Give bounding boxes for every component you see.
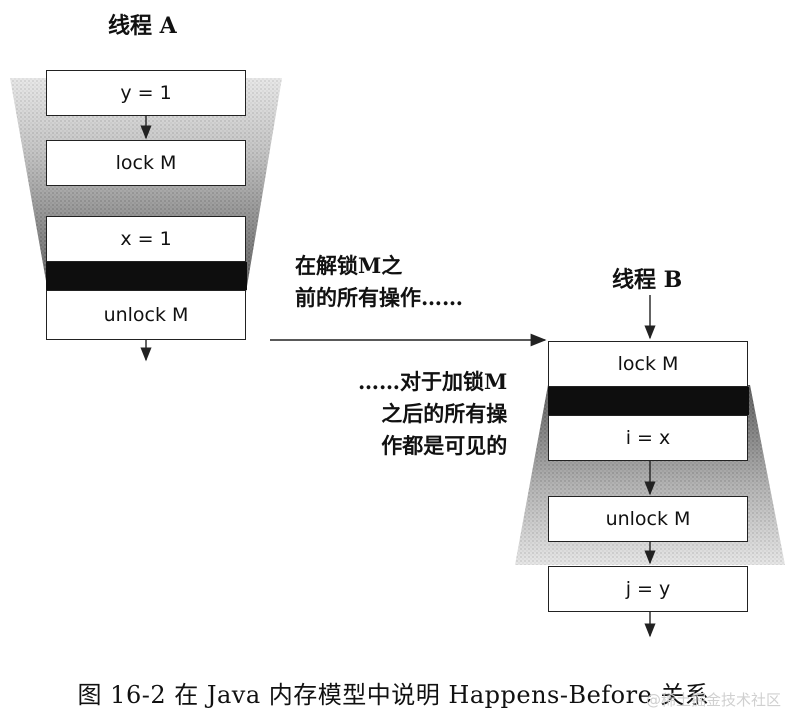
acquire-note-line-2: 之后的所有操 — [381, 401, 508, 426]
release-note-line-2: 前的所有操作…… — [295, 285, 463, 310]
thread-b-step-2: i = x — [548, 415, 748, 461]
figure-caption: 图 16-2 在 Java 内存模型中说明 Happens-Before 关系 — [77, 681, 710, 709]
thread-a-step-4: unlock M — [46, 290, 246, 340]
thread-a-release-band — [46, 262, 247, 290]
release-note-line-1: 在解锁M之 — [295, 253, 403, 278]
watermark: @稀土掘金技术社区 — [645, 691, 781, 709]
thread-a-title: 线程 A — [108, 13, 177, 39]
thread-b-acquire-band — [548, 387, 749, 415]
thread-b-step-1: lock M — [548, 341, 748, 387]
release-note: 在解锁M之 前的所有操作…… — [295, 250, 463, 314]
thread-b-step-3: unlock M — [548, 496, 748, 542]
thread-b-title: 线程 B — [612, 267, 683, 293]
acquire-note-line-1: ……对于加锁M — [358, 369, 508, 394]
thread-b-step-4: j = y — [548, 566, 748, 612]
acquire-note-line-3: 作都是可见的 — [381, 433, 508, 458]
acquire-note: ……对于加锁M 之后的所有操 作都是可见的 — [358, 366, 507, 462]
thread-a-step-2: lock M — [46, 140, 246, 186]
thread-a-step-3: x = 1 — [46, 216, 246, 262]
thread-a-step-1: y = 1 — [46, 70, 246, 116]
